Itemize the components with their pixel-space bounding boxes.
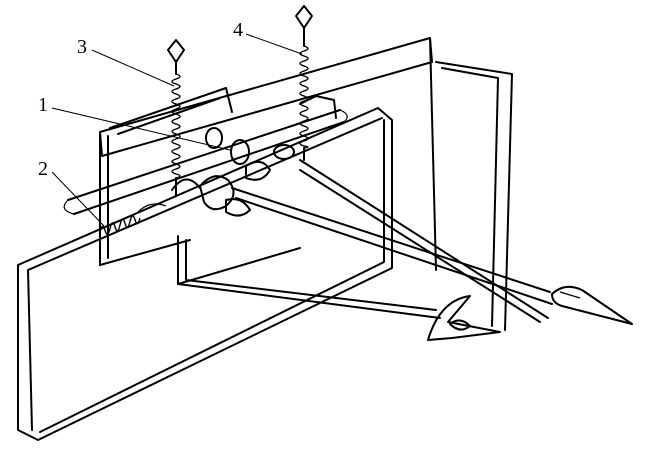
- spring-2: [99, 203, 167, 235]
- leader-2: [51, 171, 105, 227]
- leader-lines: [51, 33, 303, 227]
- right-pointer-arrow: [551, 285, 633, 325]
- cam-assembly: [171, 95, 337, 217]
- callout-2: 2: [38, 158, 48, 180]
- rear-frame: [99, 37, 513, 331]
- spring-3: [167, 39, 185, 197]
- long-rod: [231, 159, 553, 323]
- leader-4: [245, 33, 303, 55]
- lower-lever: [177, 235, 441, 319]
- callout-4: 4: [233, 19, 243, 41]
- callout-3: 3: [77, 36, 87, 58]
- shaft-upper: [63, 109, 348, 215]
- spring-4: [295, 5, 313, 161]
- callout-1: 1: [38, 94, 48, 116]
- leader-3: [91, 49, 175, 87]
- leader-1: [51, 107, 231, 151]
- front-frame: [17, 107, 393, 441]
- lower-pointer-arrow: [427, 295, 501, 341]
